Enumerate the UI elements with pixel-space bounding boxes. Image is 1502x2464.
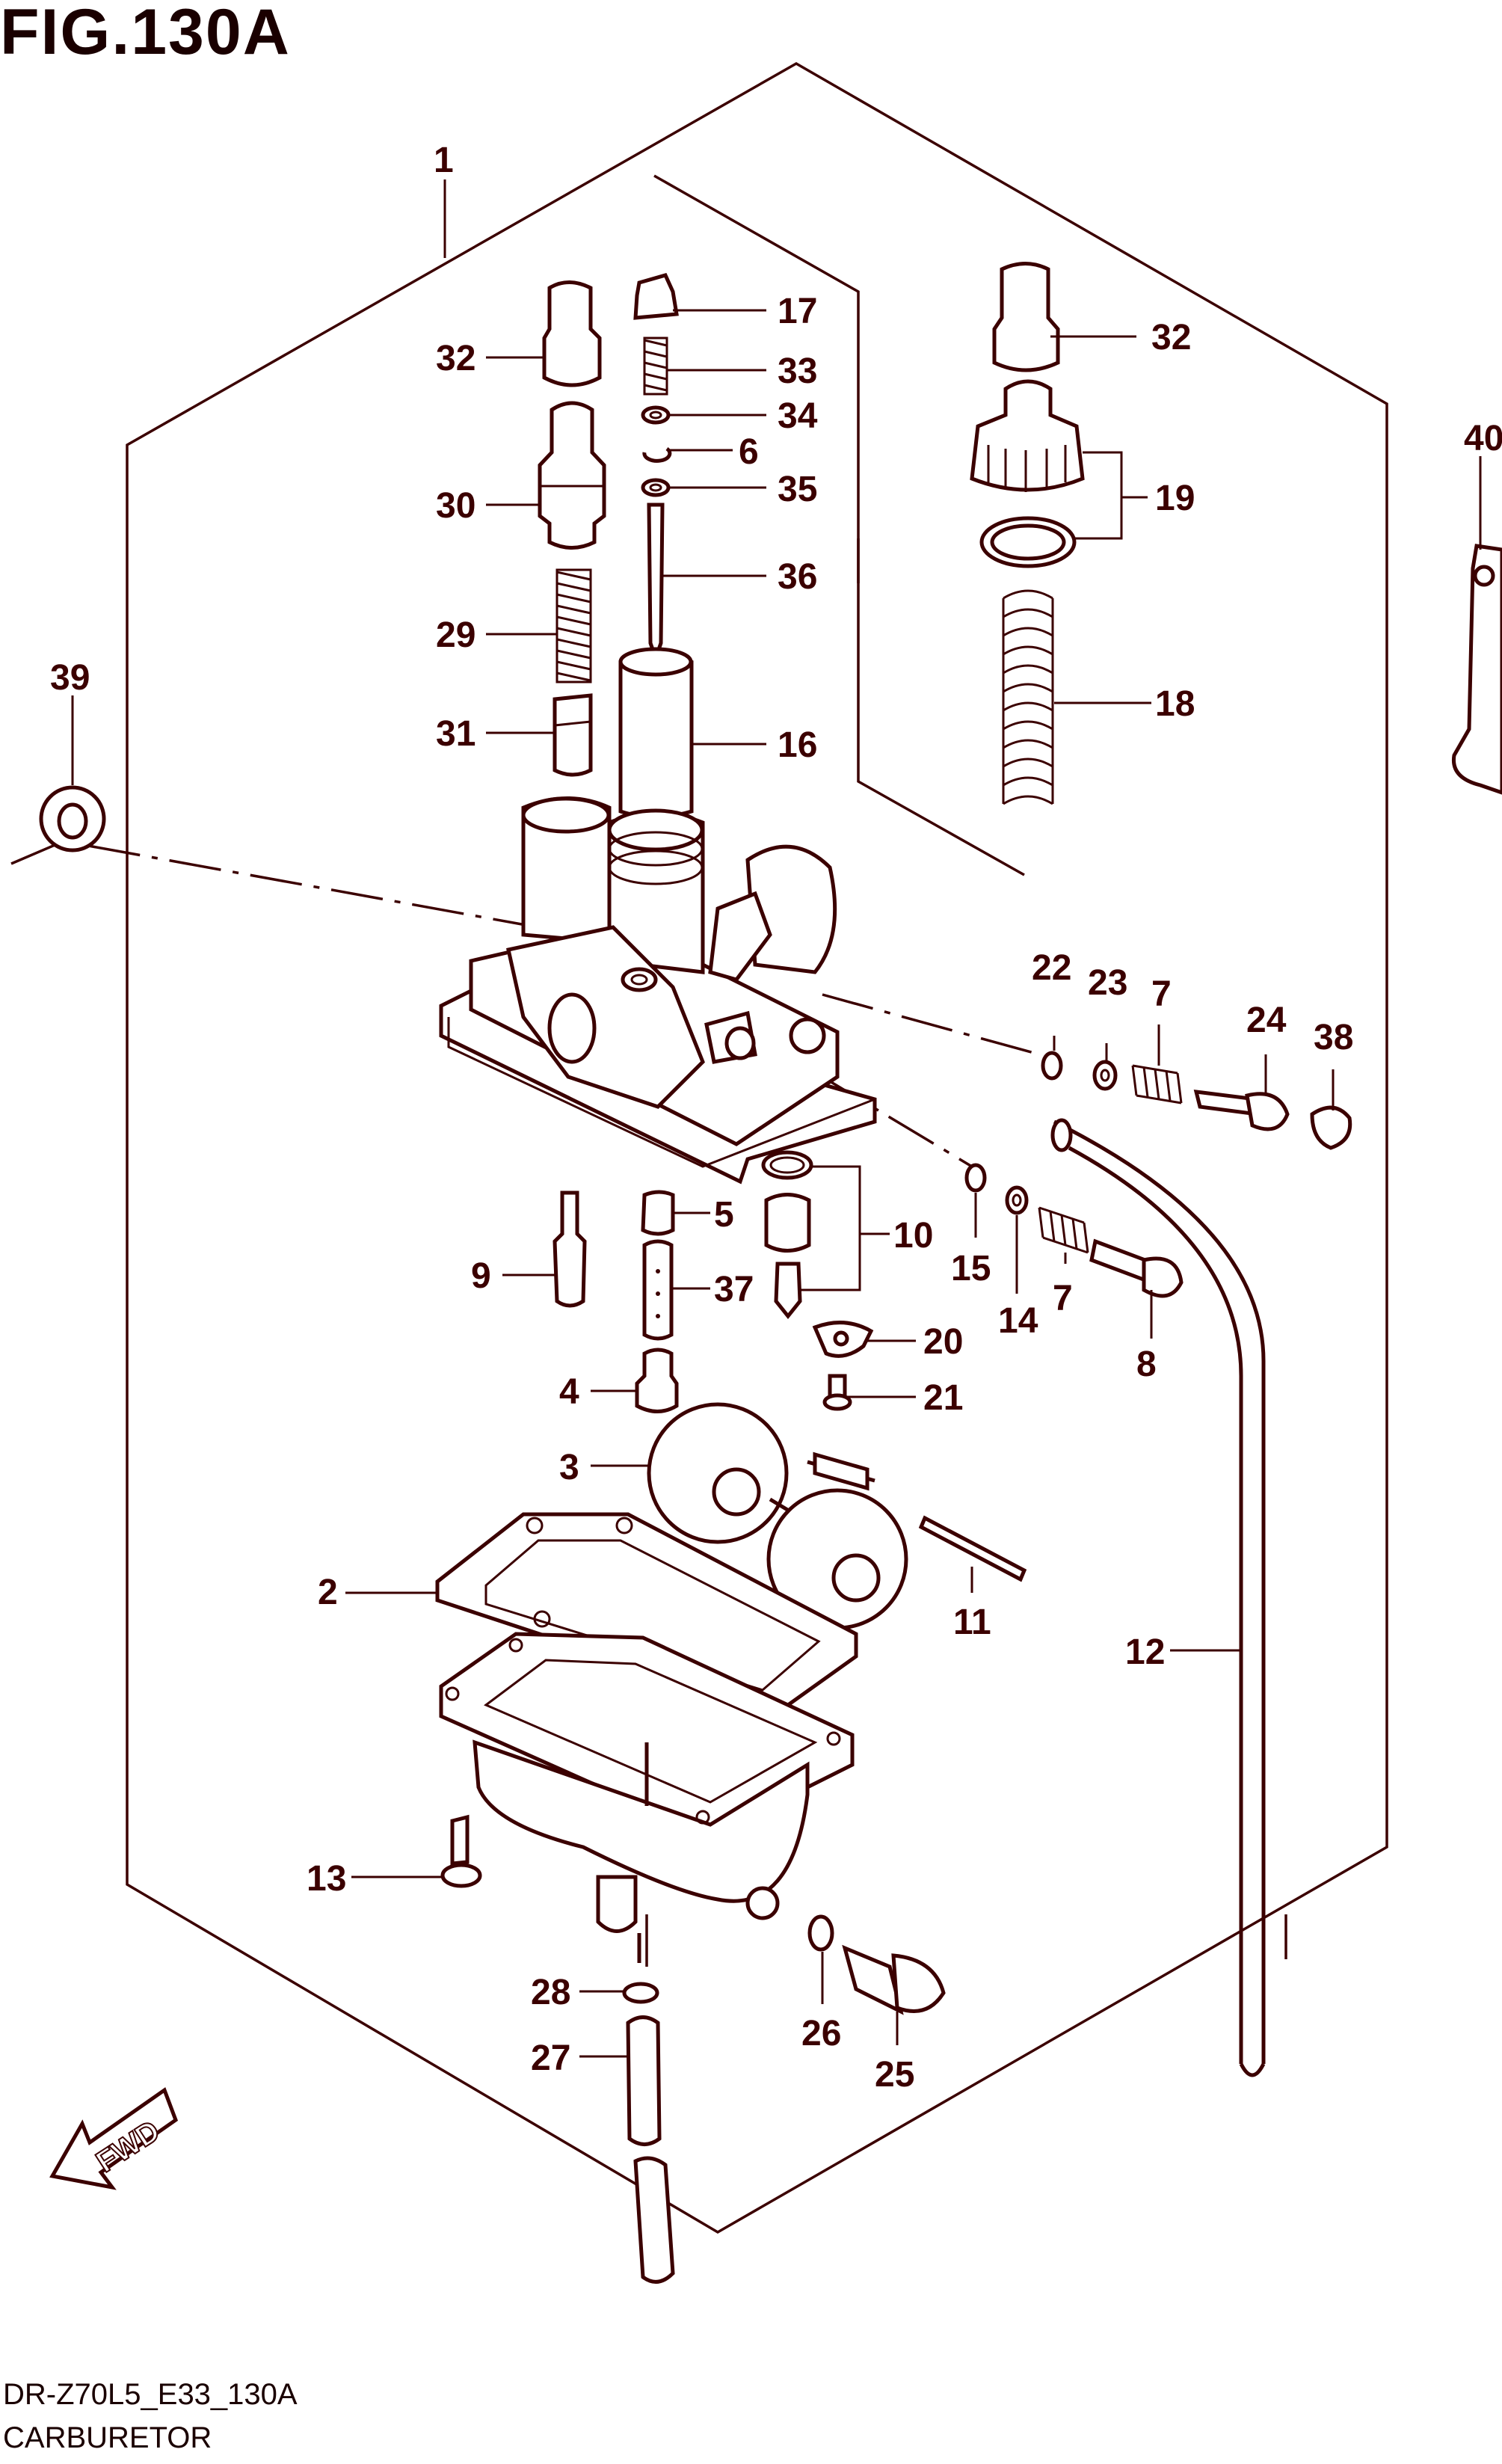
part-clip-17 [633, 273, 679, 320]
callout-13: 13 [307, 1859, 346, 1899]
callout-26: 26 [801, 2014, 841, 2053]
callout-labels: 1 2 3 4 5 6 7 7 8 9 10 11 12 13 14 15 16… [50, 141, 1502, 2095]
part-screw-8 [1089, 1238, 1184, 1298]
part-top-cap-19 [970, 379, 1085, 568]
callout-7-upper: 7 [1151, 974, 1172, 1014]
callout-2: 2 [318, 1573, 338, 1612]
callout-18: 18 [1155, 684, 1195, 724]
callout-5: 5 [714, 1195, 734, 1235]
part-needle-36 [647, 503, 665, 664]
part-o-ring-22 [1041, 1051, 1063, 1081]
callout-28: 28 [531, 1973, 570, 2012]
part-jet-9 [553, 1190, 587, 1308]
callout-38: 38 [1314, 1018, 1353, 1057]
callout-34: 34 [778, 396, 818, 436]
callout-23: 23 [1088, 963, 1127, 1003]
part-adjuster-30 [538, 401, 606, 550]
part-float-chamber [439, 1632, 855, 1963]
callout-15: 15 [951, 1249, 991, 1288]
callout-8: 8 [1136, 1345, 1157, 1384]
callout-16: 16 [778, 725, 817, 765]
part-screw-24 [1193, 1090, 1290, 1131]
part-spring-33 [643, 337, 668, 396]
part-spring-7-lower [1038, 1206, 1089, 1254]
part-bracket-40 [1451, 544, 1502, 795]
part-main-jet-4 [635, 1348, 679, 1413]
part-drain-screw-25 [842, 1944, 946, 2015]
callout-27: 27 [531, 2039, 570, 2078]
part-gasket-2 [435, 1512, 858, 1715]
callout-19: 19 [1155, 479, 1195, 518]
diagram-name: CARBURETOR [3, 2421, 212, 2454]
part-o-ring-26 [807, 1914, 834, 1952]
callout-14: 14 [998, 1301, 1038, 1341]
part-washer-14 [1005, 1185, 1029, 1215]
leader-lines [71, 179, 1482, 2058]
part-o-ring-15 [964, 1163, 987, 1193]
callout-35: 35 [778, 470, 817, 509]
figure-title: FIG.130A [0, 0, 291, 68]
callout-17: 17 [778, 292, 817, 331]
part-clip-28 [622, 1982, 659, 2004]
callout-21: 21 [923, 1378, 963, 1418]
callout-12: 12 [1125, 1632, 1165, 1672]
callout-10: 10 [893, 1216, 933, 1256]
callout-37: 37 [714, 1270, 754, 1309]
part-drain-hose-27 [626, 2015, 675, 2284]
part-washer-35 [641, 478, 671, 497]
callout-39: 39 [50, 658, 90, 698]
callout-40: 40 [1464, 419, 1502, 458]
part-spring-7-upper [1131, 1064, 1183, 1105]
part-screw-21 [822, 1374, 852, 1411]
part-nut-39 [39, 785, 106, 852]
callout-33: 33 [778, 351, 817, 391]
callout-24: 24 [1246, 1001, 1287, 1040]
part-e-ring-6 [642, 446, 672, 463]
callout-6: 6 [739, 432, 759, 472]
part-cap-32-right [992, 262, 1060, 372]
part-tube-12 [1050, 1118, 1266, 2077]
part-float-3 [647, 1402, 908, 1630]
part-screw-13 [440, 1814, 482, 1888]
callout-1: 1 [434, 141, 454, 180]
callout-25: 25 [875, 2055, 914, 2095]
part-spring-18 [1002, 589, 1054, 805]
diagram-code: DR-Z70L5_E33_130A [3, 2378, 298, 2411]
callout-4: 4 [559, 1372, 579, 1412]
part-plunger-31 [553, 693, 593, 777]
callout-31: 31 [436, 714, 475, 754]
callout-36: 36 [778, 557, 817, 597]
callout-22: 22 [1032, 948, 1071, 988]
part-washer-23 [1092, 1060, 1118, 1091]
callout-30: 30 [436, 486, 475, 526]
callout-7-lower: 7 [1053, 1279, 1073, 1318]
part-throttle-valve-16 [618, 647, 694, 819]
callout-20: 20 [923, 1322, 963, 1362]
part-pin-11 [918, 1515, 1027, 1582]
fwd-arrow: FWD [49, 2087, 179, 2190]
callout-11: 11 [953, 1603, 991, 1642]
part-cap-38 [1310, 1105, 1352, 1150]
part-clamp-20 [812, 1321, 874, 1358]
callout-3: 3 [559, 1448, 579, 1487]
callout-32-right: 32 [1151, 318, 1191, 357]
callout-32-left: 32 [436, 339, 475, 378]
part-cap-32-left [542, 280, 602, 387]
assembly-frame [126, 61, 1388, 2234]
callout-29: 29 [436, 615, 475, 655]
part-jet-5 [641, 1190, 675, 1236]
part-emulsion-tube-37 [642, 1239, 674, 1341]
part-spring-29 [555, 568, 592, 683]
callout-9: 9 [471, 1256, 491, 1296]
part-washer-34 [641, 405, 671, 425]
part-carburetor-body [439, 796, 877, 1185]
part-float-valve-10 [761, 1150, 813, 1320]
